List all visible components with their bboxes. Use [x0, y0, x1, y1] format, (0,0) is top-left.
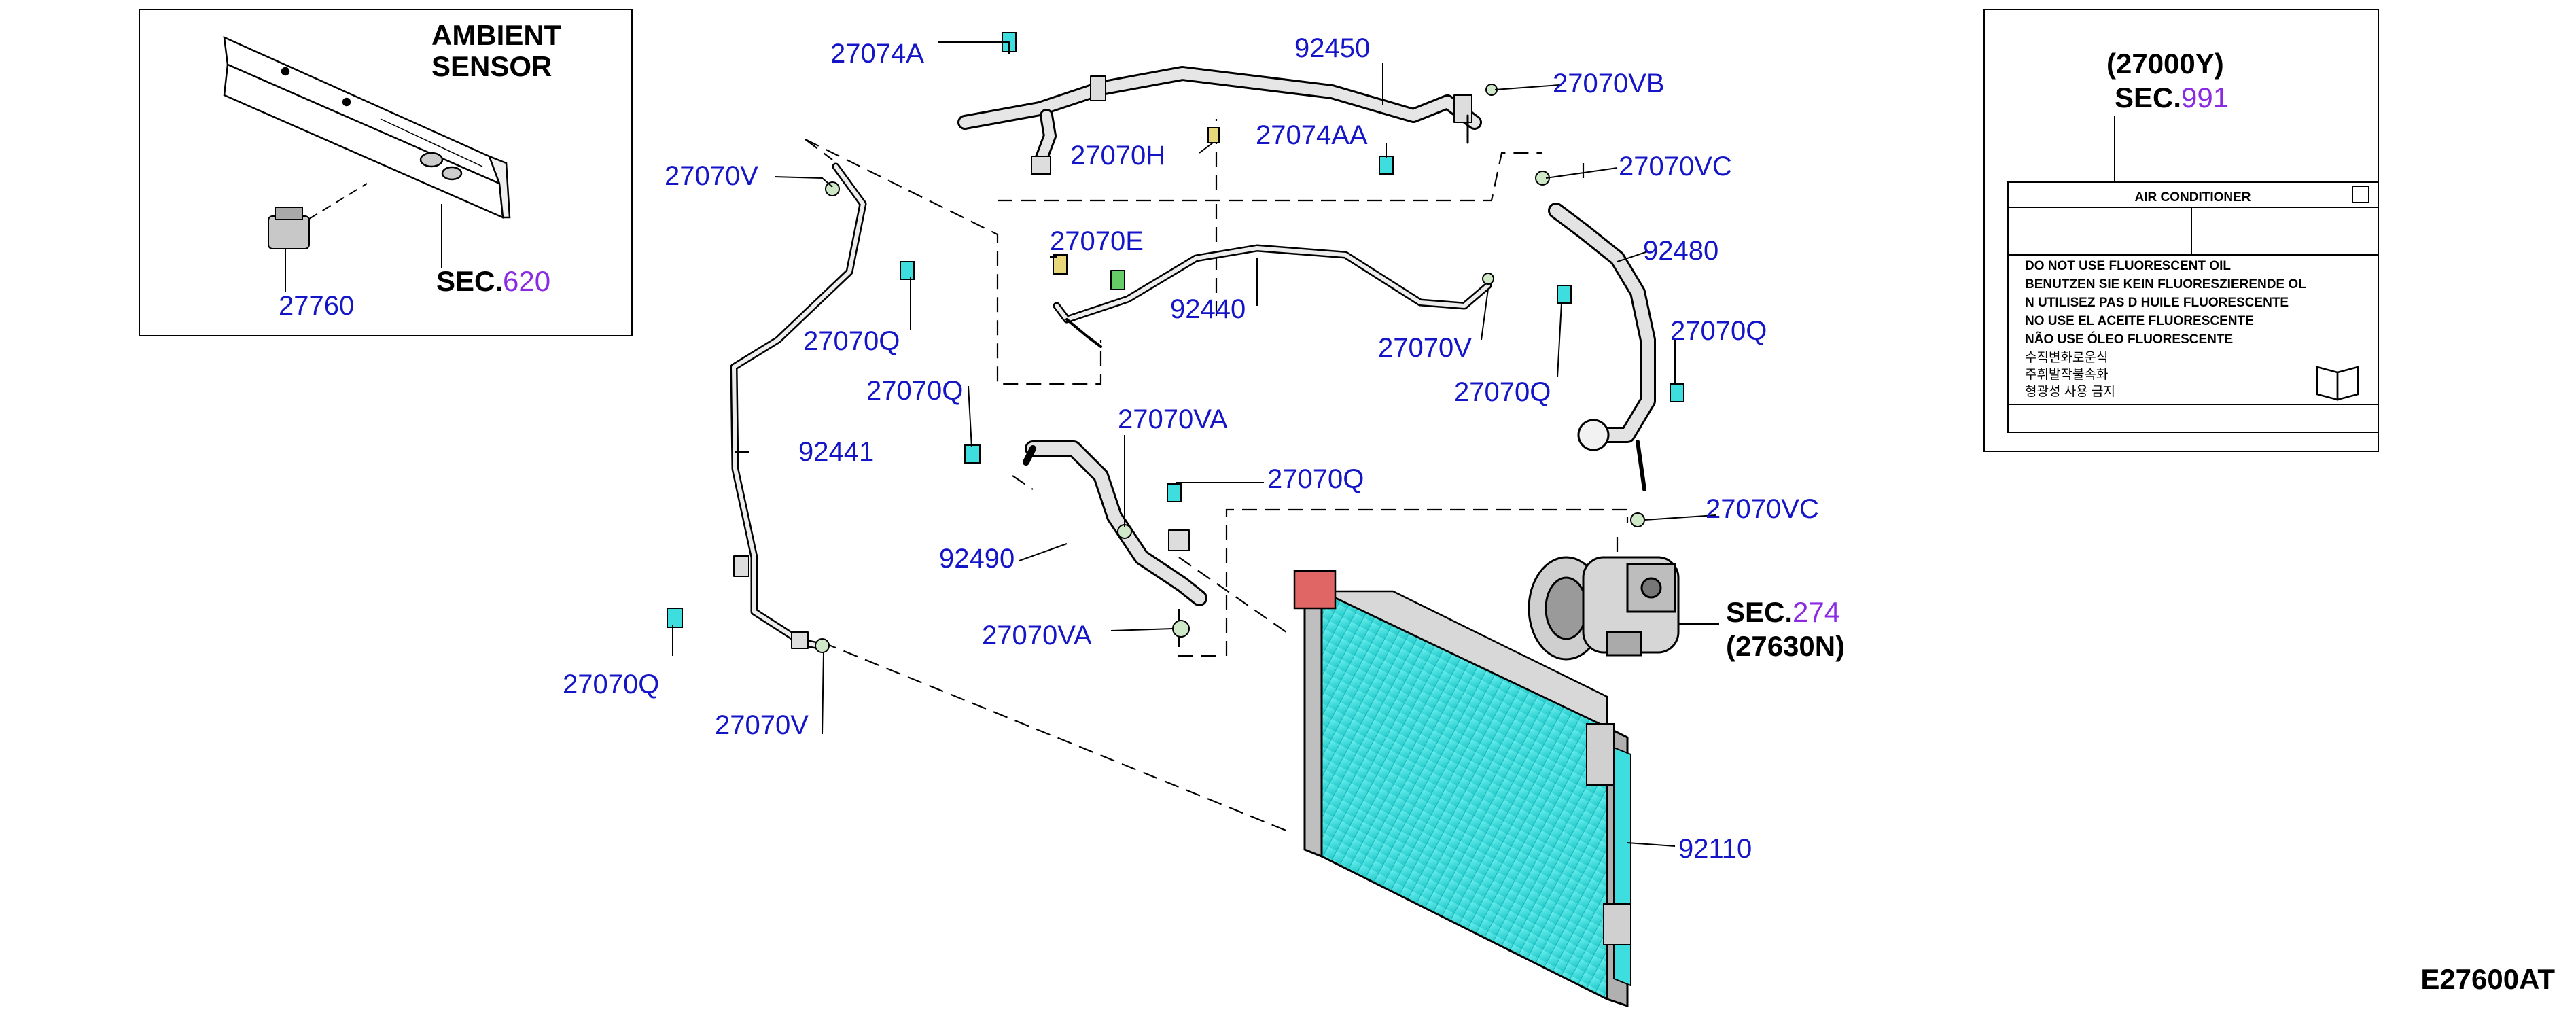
- inset-ambient-sensor: AMBIENT SENSOR 27760 SEC.620: [139, 9, 633, 336]
- callout-27070VB[interactable]: 27070VB: [1553, 69, 1665, 99]
- callout-27070Q-1[interactable]: 27070Q: [803, 326, 900, 356]
- callout-27070Q-6[interactable]: 27070Q: [563, 669, 659, 699]
- inset-frame: [139, 9, 633, 336]
- hose-92480: [1548, 203, 1656, 491]
- label-line-3: N UTILISEZ PAS D HUILE FLUORESCENTE: [2025, 296, 2289, 310]
- condenser-92110: [1293, 570, 1631, 1008]
- ambient-title-line2: SENSOR: [431, 50, 552, 82]
- label-line-1: DO NOT USE FLUORESCENT OIL: [2025, 259, 2231, 273]
- oring-27070V-top: [825, 181, 840, 196]
- alignment-lines: [805, 119, 1629, 834]
- bolt-27070Q-2: [1557, 285, 1572, 304]
- callout-27070Q-2[interactable]: 27070Q: [1454, 377, 1551, 407]
- callout-27760[interactable]: 27760: [279, 291, 354, 321]
- callout-27070E[interactable]: 27070E: [1050, 226, 1144, 256]
- pipe-assemblies: [730, 66, 1656, 650]
- bolt-27074AA: [1379, 156, 1394, 175]
- bolt-27070Q-1: [900, 261, 915, 280]
- callout-labels: 27074A 92450 27070VB 27074AA 27070H 2707…: [563, 33, 1819, 864]
- callout-92441[interactable]: 92441: [798, 437, 874, 467]
- sec-620-ref[interactable]: SEC.620: [436, 265, 550, 297]
- callout-27074A[interactable]: 27074A: [830, 39, 924, 69]
- compressor-part: [1528, 556, 1680, 661]
- bumper-reinforcement: [223, 35, 511, 220]
- leader-lines: [672, 41, 1719, 847]
- compressor-part-no[interactable]: (27630N): [1726, 630, 1845, 662]
- ambient-sensor-part: [268, 207, 310, 249]
- callout-27070Q-3[interactable]: 27070Q: [1670, 316, 1767, 346]
- clip-27070E: [1053, 254, 1068, 275]
- bolt-27070Q-5: [1167, 483, 1182, 502]
- label-line-4: NO USE EL ACEITE FLUORESCENTE: [2025, 314, 2254, 328]
- label-line-7: 주휘발작불속화: [2025, 367, 2108, 382]
- callout-27070Q-5[interactable]: 27070Q: [1267, 464, 1364, 494]
- sec-274-ref[interactable]: SEC.274: [1726, 596, 1840, 628]
- callout-92450[interactable]: 92450: [1294, 33, 1370, 63]
- diagram-code: E27600AT: [2420, 963, 2555, 995]
- pipe-92440: [1053, 244, 1492, 348]
- book-icon: [2316, 366, 2359, 401]
- oring-27070V-mid: [1482, 273, 1494, 285]
- callout-27074AA[interactable]: 27074AA: [1256, 120, 1368, 150]
- callout-27070V-bot[interactable]: 27070V: [715, 710, 809, 740]
- receiver-drier: [1293, 570, 1337, 610]
- label-header: AIR CONDITIONER: [2135, 190, 2251, 205]
- hose-92450: [957, 66, 1482, 175]
- callout-27070V-mid[interactable]: 27070V: [1378, 333, 1472, 363]
- callout-27070H[interactable]: 27070H: [1070, 141, 1165, 171]
- callout-92480[interactable]: 92480: [1643, 236, 1718, 266]
- callout-27070VA-bot[interactable]: 27070VA: [982, 621, 1092, 650]
- pipe-92441: [730, 162, 867, 650]
- ac-caution-label: AIR CONDITIONER DO NOT USE FLUORESCENT O…: [2007, 181, 2379, 433]
- bolt-27070Q-4: [964, 444, 981, 464]
- oring-27070VA-bot: [1172, 620, 1190, 638]
- sec-991-ref[interactable]: SEC.991: [2115, 82, 2229, 114]
- label-line-8: 형광성 사용 금지: [2025, 384, 2115, 399]
- bolt-27070Q-6: [667, 608, 683, 628]
- bolt-27070Q-3: [1670, 383, 1684, 402]
- inset-ac-label: (27000Y) SEC.991 AIR CONDITIONER DO NOT …: [1983, 9, 2379, 452]
- clip-27070H: [1207, 127, 1220, 143]
- label-line-2: BENUTZEN SIE KEIN FLUORESZIERENDE OL: [2025, 277, 2306, 292]
- label-part-no: (27000Y): [2106, 48, 2224, 80]
- label-line-5: NÃO USE ÓLEO FLUORESCENTE: [2025, 332, 2233, 347]
- hose-92490: [1023, 440, 1207, 606]
- callout-27070VC-bot[interactable]: 27070VC: [1706, 494, 1819, 524]
- callout-92110[interactable]: 92110: [1678, 834, 1752, 864]
- callout-92490[interactable]: 92490: [939, 544, 1014, 574]
- oring-27070VC-bot: [1630, 512, 1645, 527]
- callout-27070Q-4[interactable]: 27070Q: [866, 376, 963, 406]
- callout-27070VA-top[interactable]: 27070VA: [1118, 404, 1228, 434]
- label-line-6: 수직변화로운식: [2025, 350, 2108, 365]
- callout-27070V-top[interactable]: 27070V: [665, 161, 758, 191]
- ambient-title-line1: AMBIENT: [431, 19, 562, 51]
- oring-27070V-bot: [815, 638, 830, 653]
- callout-92440[interactable]: 92440: [1170, 294, 1246, 324]
- callout-27070VC-top[interactable]: 27070VC: [1619, 152, 1732, 181]
